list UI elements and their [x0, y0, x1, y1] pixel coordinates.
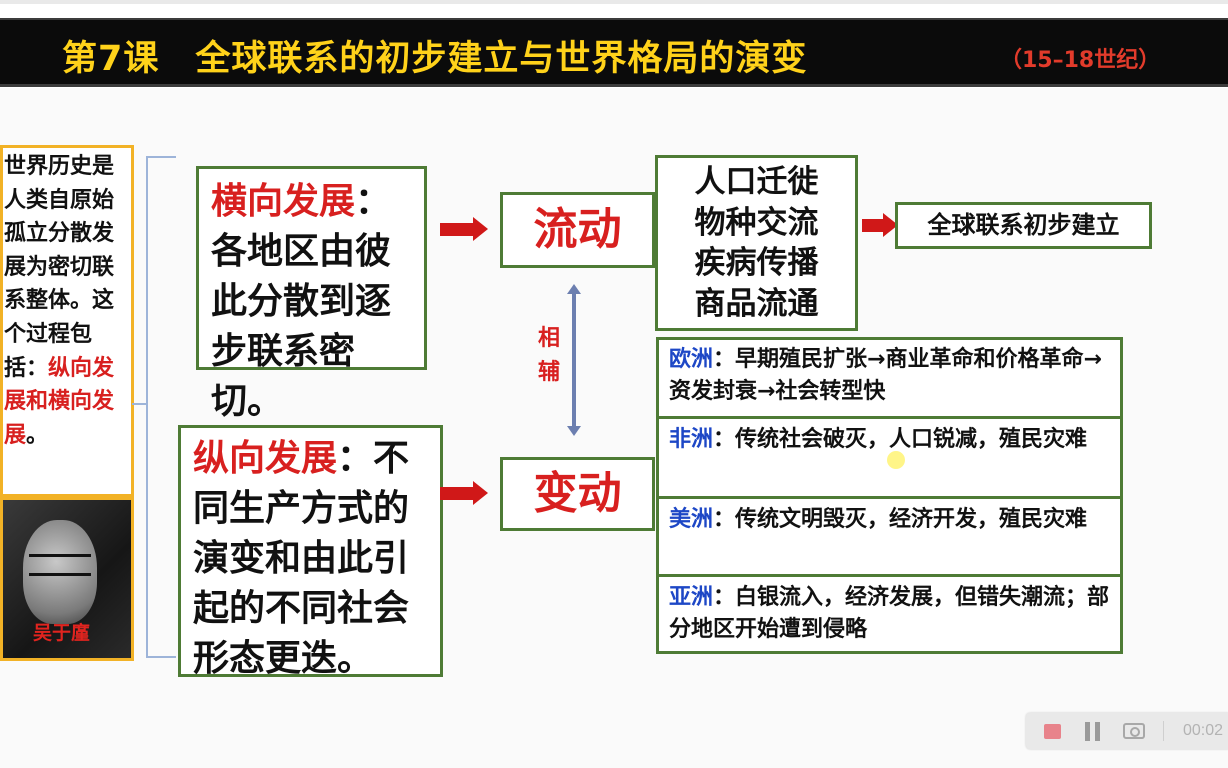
- window-top-edge: [0, 0, 1228, 4]
- region-text: 白银流入，经济发展，但错失潮流；部分地区开始遭到侵略: [669, 585, 1110, 642]
- change-word: 变动: [533, 468, 622, 519]
- mutual-label: 相辅: [538, 326, 561, 385]
- region-africa: 非洲：传统社会破灭，人口锐减，殖民灾难: [659, 420, 1120, 456]
- arrow-to-flow: [440, 217, 488, 241]
- portrait-face: [23, 520, 97, 624]
- bracket-nib: [132, 403, 146, 405]
- region-text: 传统社会破灭，人口锐减，殖民灾难: [735, 427, 1088, 452]
- intro-text: 世界历史是人类自原始孤立分散发展为密切联系整体。这个过程包括：纵向发展和横向发展…: [4, 150, 132, 452]
- region-americas: 美洲：传统文明毁灭，经济开发，殖民灾难: [659, 500, 1120, 536]
- stop-icon[interactable]: [1044, 724, 1061, 739]
- pointer-highlight: [887, 451, 905, 469]
- vertical-development-text: 纵向发展：不同生产方式的演变和由此引起的不同社会形态更迭。: [193, 434, 436, 684]
- region-europe: 欧洲：早期殖民扩张→商业革命和价格革命→资发封衰→社会转型快: [659, 340, 1120, 407]
- region-name: 亚洲: [669, 585, 714, 610]
- region-sep: ：: [713, 347, 736, 372]
- regions-box: 欧洲：早期殖民扩张→商业革命和价格革命→资发封衰→社会转型快 非洲：传统社会破灭…: [656, 337, 1123, 654]
- flow-item: 商品流通: [694, 285, 819, 322]
- control-separator: [1163, 721, 1164, 741]
- slide-subtitle: （15–18世纪）: [1000, 48, 1161, 73]
- region-asia: 亚洲：白银流入，经济发展，但错失潮流；部分地区开始遭到侵略: [659, 578, 1120, 645]
- horizontal-body: 各地区由彼此分散到逐步联系密切。: [211, 231, 392, 422]
- recording-time: 00:02: [1183, 722, 1224, 739]
- region-sep: ：: [713, 507, 736, 532]
- intro-plain: 世界历史是人类自原始孤立分散发展为密切联系整体。这个过程包括：: [4, 154, 115, 381]
- horizontal-label: 横向发展: [211, 181, 356, 222]
- vertical-body: 不同生产方式的演变和由此引起的不同社会形态更迭。: [193, 438, 410, 679]
- flow-items-box: 人口迁徙 物种交流 疾病传播 商品流通: [655, 155, 858, 331]
- horizontal-colon: ：: [355, 181, 392, 222]
- vertical-colon: ：: [337, 438, 374, 479]
- intro-end: 。: [26, 422, 49, 448]
- region-name: 美洲: [669, 507, 714, 532]
- flow-item: 人口迁徙: [694, 164, 819, 200]
- change-box: 变动: [500, 457, 655, 531]
- region-sep: ：: [713, 427, 736, 452]
- recording-control-bar: 00:02: [1026, 713, 1228, 749]
- intro-frame: [0, 145, 134, 497]
- arrow-to-change: [440, 481, 488, 505]
- bracket: [146, 156, 176, 658]
- portrait-caption: 吴于廑: [33, 622, 91, 644]
- portrait-glasses: [29, 554, 91, 576]
- flow-box: 流动: [500, 192, 655, 268]
- region-divider: [659, 574, 1120, 577]
- flow-item: 疾病传播: [694, 245, 819, 281]
- region-text: 传统文明毁灭，经济开发，殖民灾难: [735, 507, 1088, 532]
- portrait-photo: 吴于廑: [0, 497, 134, 661]
- arrow-to-result: [862, 213, 898, 237]
- mutual-double-arrow: [567, 284, 581, 436]
- title-bar: 第7课 全球联系的初步建立与世界格局的演变 （15–18世纪）: [0, 18, 1228, 87]
- region-name: 非洲: [669, 427, 714, 452]
- camera-icon[interactable]: [1123, 723, 1145, 739]
- vertical-label: 纵向发展: [193, 438, 338, 479]
- region-text: 早期殖民扩张→商业革命和价格革命→资发封衰→社会转型快: [669, 347, 1102, 404]
- region-divider: [659, 416, 1120, 419]
- vertical-development-box: 纵向发展：不同生产方式的演变和由此引起的不同社会形态更迭。: [178, 425, 443, 679]
- intro-highlight: 纵向发展和横向发展: [4, 355, 115, 448]
- region-sep: ：: [713, 585, 736, 610]
- horizontal-development-text: 横向发展： 各地区由彼此分散到逐步联系密切。: [211, 177, 420, 427]
- flow-word: 流动: [533, 204, 622, 255]
- region-name: 欧洲: [669, 347, 714, 372]
- horizontal-development-box: 横向发展： 各地区由彼此分散到逐步联系密切。: [196, 166, 427, 422]
- slide-title: 第7课 全球联系的初步建立与世界格局的演变: [62, 39, 808, 79]
- region-divider: [659, 496, 1120, 499]
- result-box: 全球联系初步建立: [895, 202, 1152, 249]
- pause-icon[interactable]: [1085, 722, 1101, 741]
- result-text: 全球联系初步建立: [927, 211, 1120, 239]
- flow-item: 物种交流: [694, 204, 819, 241]
